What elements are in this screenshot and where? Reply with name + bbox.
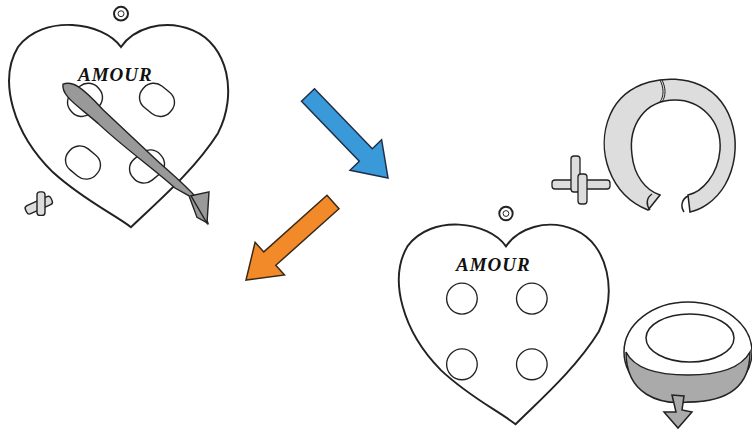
cross-peg — [552, 156, 610, 204]
engraved-text: AMOUR — [456, 254, 531, 276]
block-arrow — [302, 89, 389, 178]
heart-pendant: AMOUR — [393, 200, 618, 432]
engraved-text: AMOUR — [78, 64, 153, 86]
block-arrow — [246, 195, 339, 280]
key-ring — [624, 302, 752, 428]
heart-pendant: AMOUR — [3, 0, 238, 235]
heart-outline — [3, 0, 238, 235]
split-ring — [604, 79, 735, 212]
heart-outline — [393, 200, 618, 432]
